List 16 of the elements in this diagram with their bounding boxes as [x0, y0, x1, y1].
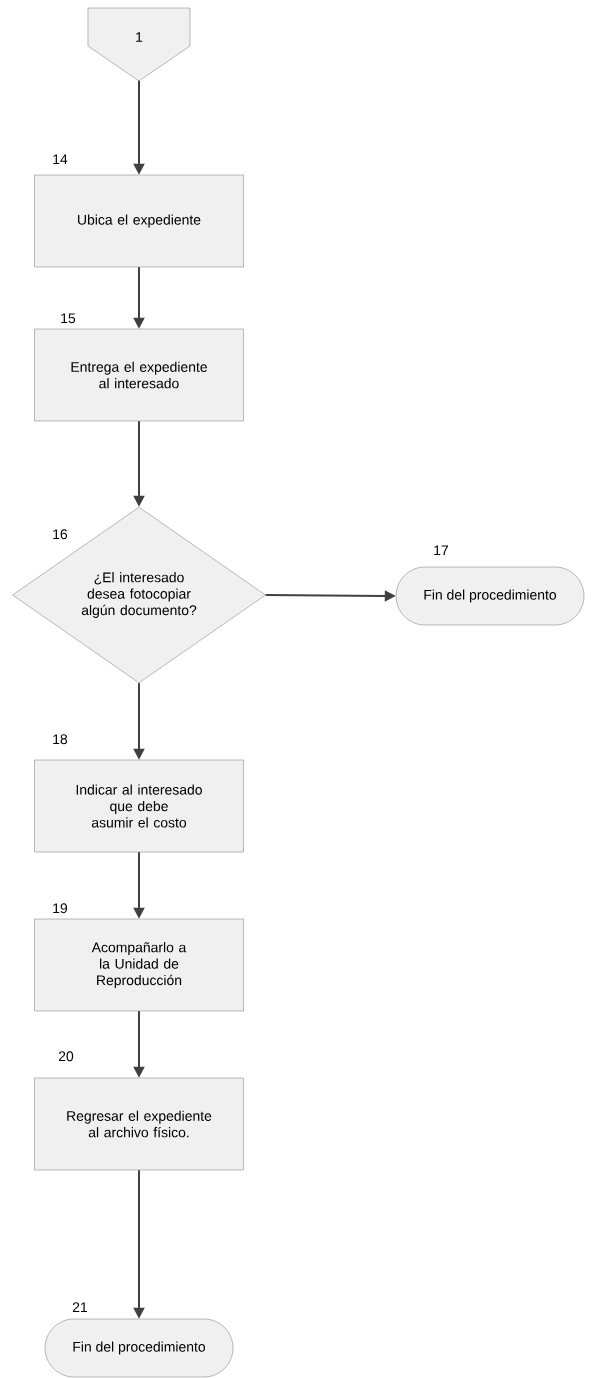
- process-box: Regresar el expediente al archivo físico.: [34, 1077, 244, 1171]
- step-number: 17: [434, 545, 448, 555]
- process-box: Ubica el expediente: [34, 174, 244, 268]
- step-number: 16: [53, 529, 68, 540]
- step-number: 20: [58, 1051, 74, 1062]
- step-number: 18: [53, 734, 68, 745]
- terminator: Fin del procedimiento: [395, 566, 585, 626]
- step-number: 21: [72, 1302, 88, 1312]
- process-box: Entrega el expediente al interesado: [34, 328, 244, 422]
- off-page-connector: 1: [87, 7, 191, 82]
- process-box: Indicar al interesado que debe asumir el costo: [34, 759, 244, 853]
- step-number: 14: [53, 154, 68, 164]
- terminator: Fin del procedimiento: [44, 1318, 234, 1378]
- step-number: 19: [53, 903, 68, 914]
- process-box: Acompañarlo a la Unidad de Reproducción: [34, 918, 244, 1012]
- step-number: 15: [61, 313, 76, 324]
